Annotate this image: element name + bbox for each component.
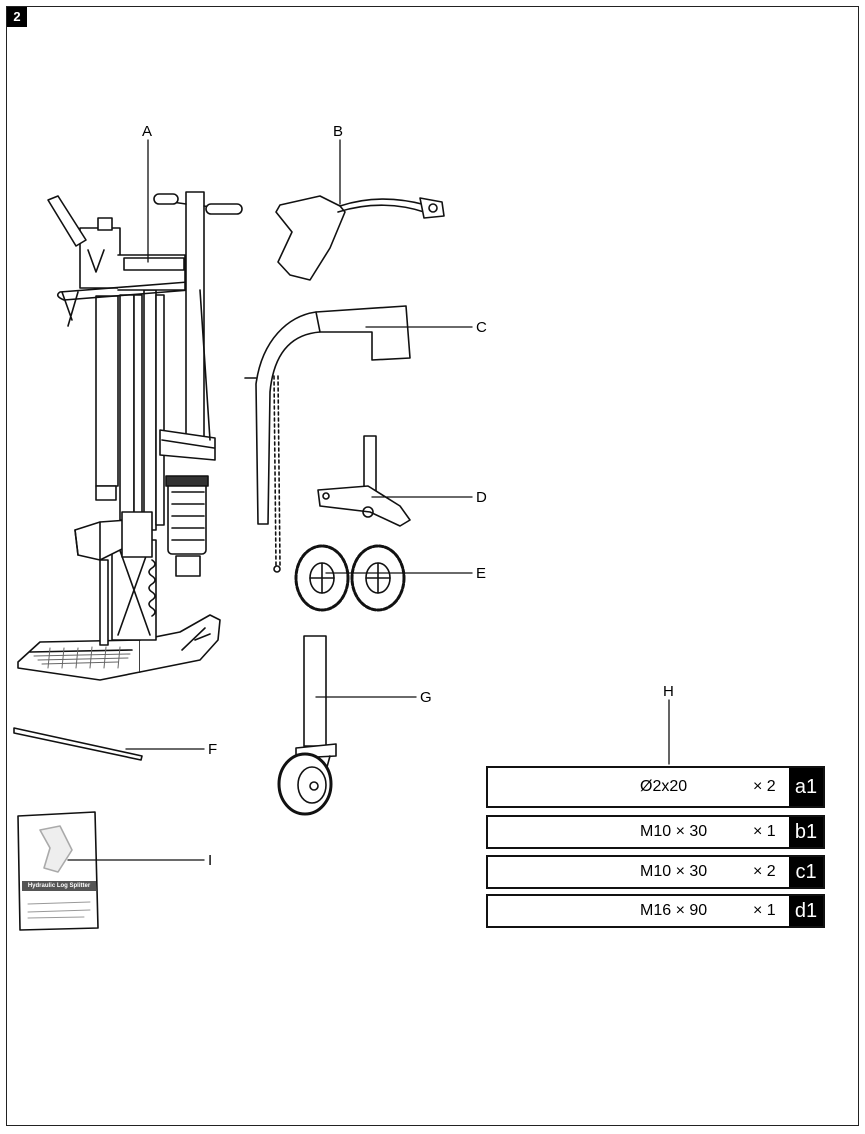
hardware-quantity: × 2 xyxy=(753,778,776,795)
arm-c-illustration xyxy=(244,305,411,573)
hardware-quantity: × 2 xyxy=(753,863,776,880)
label-g: G xyxy=(420,689,432,706)
hardware-quantity: × 1 xyxy=(753,902,776,919)
caster-wheel-g-illustration xyxy=(277,635,337,816)
hardware-row-c1: M10 × 30 × 2 c1 xyxy=(486,855,825,889)
hardware-quantity: × 1 xyxy=(753,823,776,840)
label-d: D xyxy=(476,489,487,506)
hardware-code: b1 xyxy=(789,817,823,847)
hardware-row-b1: M10 × 30 × 1 b1 xyxy=(486,815,825,849)
rod-f-illustration xyxy=(13,727,143,761)
label-i: I xyxy=(208,852,213,869)
hardware-spec: Ø2x20 xyxy=(640,778,688,795)
page-number-badge: 2 xyxy=(7,7,27,27)
hardware-spec: M10 × 30 xyxy=(640,823,708,840)
hardware-code: a1 xyxy=(789,768,823,806)
page-frame xyxy=(6,6,859,1126)
wheels-e-illustration xyxy=(294,544,406,612)
manual-i-illustration xyxy=(17,811,99,931)
label-c: C xyxy=(476,319,487,336)
label-b: B xyxy=(333,123,344,140)
bracket-d-illustration xyxy=(317,435,411,527)
label-a: A xyxy=(142,123,153,140)
hardware-code: c1 xyxy=(789,857,823,887)
label-h: H xyxy=(663,683,674,700)
manual-cover-title: Hydraulic Log Splitter xyxy=(22,881,96,891)
hardware-spec: M16 × 90 xyxy=(640,902,708,919)
hardware-code: d1 xyxy=(789,896,823,926)
hardware-row-d1: M16 × 90 × 1 d1 xyxy=(486,894,825,928)
hardware-row-a1: Ø2x20 × 2 a1 xyxy=(486,766,825,808)
label-e: E xyxy=(476,565,487,582)
handle-b-illustration xyxy=(275,195,445,281)
log-splitter-body-illustration xyxy=(17,191,243,681)
hardware-spec: M10 × 30 xyxy=(640,863,708,880)
label-f: F xyxy=(208,741,218,758)
